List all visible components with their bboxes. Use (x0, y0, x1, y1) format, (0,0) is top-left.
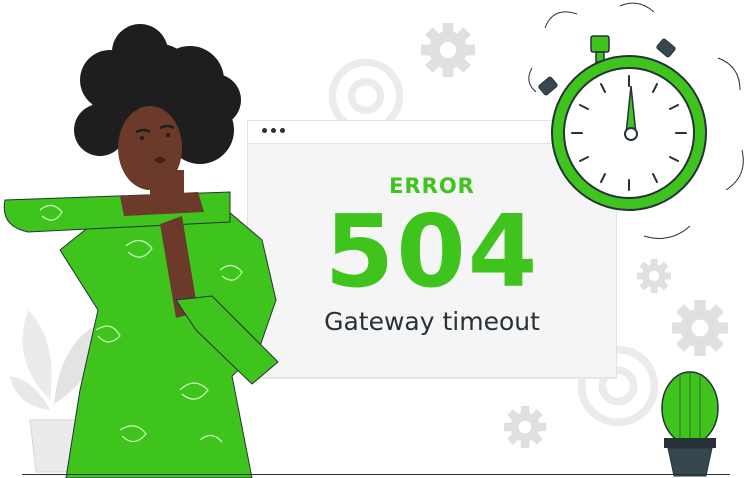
error-message: Gateway timeout (324, 307, 540, 336)
error-label: ERROR (389, 174, 475, 198)
error-code: 504 (324, 193, 540, 310)
stopwatch-icon (538, 35, 707, 211)
cactus-icon (661, 371, 719, 477)
window-dot (280, 128, 285, 133)
window-dot (271, 128, 276, 133)
window-dot (262, 128, 267, 133)
window-dots (262, 128, 285, 133)
error-window: ERROR 504 Gateway timeout (247, 120, 617, 378)
window-title-bar (248, 121, 616, 144)
ground-line (22, 474, 730, 475)
woman-figure (3, 24, 279, 478)
